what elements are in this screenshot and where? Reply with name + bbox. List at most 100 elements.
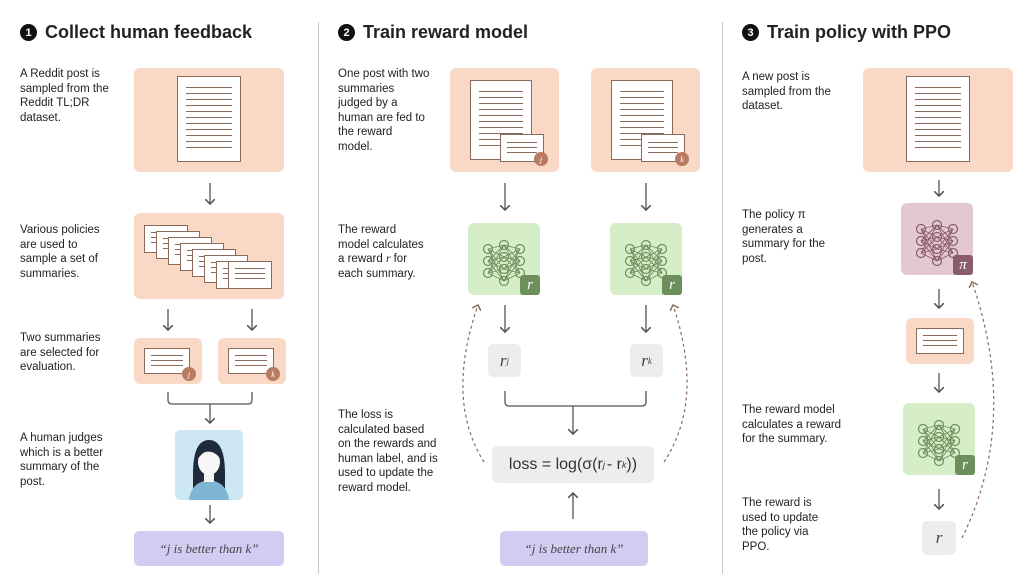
post-document-icon	[906, 76, 970, 162]
neuron-node	[933, 455, 945, 467]
neuron-node	[498, 275, 510, 287]
summary-icon	[916, 328, 964, 354]
step3-number: 3	[742, 24, 759, 41]
neuron-node	[947, 223, 959, 235]
loss-text-mid: - r	[606, 455, 622, 473]
step2-title-text: Train reward model	[363, 22, 529, 42]
step3-desc-policy: The policy π generates a summary for the…	[742, 209, 826, 265]
neuron-node	[949, 423, 961, 435]
step3-desc-reward: The reward model calculates a reward for…	[742, 404, 842, 445]
neuron-node	[482, 243, 494, 255]
reward-model-k: r	[610, 223, 682, 295]
reward-tag-r: r	[955, 455, 975, 475]
neuron-node	[656, 255, 668, 267]
reward-subscript: k	[647, 355, 652, 366]
loss-text: loss = log(σ(r	[508, 455, 603, 473]
human-judge-avatar	[175, 430, 243, 500]
badge-k: k	[266, 367, 280, 381]
badge-j: j	[182, 367, 196, 381]
neuron-node	[498, 263, 510, 275]
neuron-node	[933, 431, 945, 443]
step3-title: 3 Train policy with PPO	[742, 22, 951, 43]
neuron-node	[931, 255, 943, 267]
step1-desc-post: A Reddit post is sampled from the Reddit…	[20, 68, 109, 124]
step1-title: 1 Collect human feedback	[20, 22, 252, 43]
neuron-node	[514, 255, 526, 267]
neuron-node	[624, 243, 636, 255]
step3-title-text: Train policy with PPO	[767, 22, 952, 42]
badge-j: j	[534, 152, 548, 166]
divider-right	[722, 22, 723, 574]
loss-text-end: ))	[626, 455, 638, 473]
loss-subscript-j: j	[602, 459, 605, 470]
neuron-node	[917, 423, 929, 435]
loss-feedback-arrow-j	[462, 305, 485, 463]
new-post-card	[863, 68, 1013, 172]
neuron-node	[482, 267, 494, 279]
neuron-node	[917, 435, 929, 447]
neuron-node	[931, 231, 943, 243]
generated-summary-card	[906, 318, 974, 364]
neuron-node	[656, 243, 668, 255]
neuron-node	[915, 223, 927, 235]
neuron-node	[917, 447, 929, 459]
divider-left	[318, 22, 319, 574]
badge-k: k	[675, 152, 689, 166]
neuron-node	[915, 235, 927, 247]
neuron-node	[640, 239, 652, 251]
neuron-node	[640, 263, 652, 275]
ppo-update-arrow	[961, 282, 995, 539]
post-with-summary-k-card: k	[591, 68, 700, 172]
step2-desc-reward: The reward model calculates a reward r f…	[338, 224, 424, 280]
neuron-node	[931, 219, 943, 231]
bracket	[504, 391, 647, 407]
neural-network-icon	[917, 419, 961, 467]
human-label-quote: “j is better than k”	[500, 531, 648, 566]
neural-network-icon	[482, 239, 526, 287]
neuron-node	[640, 251, 652, 263]
step1-desc-judge: A human judges which is a better summary…	[20, 432, 104, 488]
bracket	[167, 392, 253, 405]
neuron-node	[915, 247, 927, 259]
step2-title: 2 Train reward model	[338, 22, 528, 43]
reward-subscript: j	[506, 355, 510, 366]
neuron-node	[482, 255, 494, 267]
neuron-node	[640, 275, 652, 287]
neuron-node	[624, 255, 636, 267]
reward-symbol: r	[499, 350, 507, 370]
reward-model-j: r	[468, 223, 540, 295]
neuron-node	[624, 267, 636, 279]
neuron-node	[949, 435, 961, 447]
step1-number: 1	[20, 24, 37, 41]
step1-title-text: Collect human feedback	[45, 22, 253, 42]
summary-k-card: k	[218, 338, 286, 384]
human-icon	[189, 440, 229, 500]
reward-symbol: r	[641, 350, 648, 370]
neuron-node	[933, 419, 945, 431]
human-label-quote: “j is better than k”	[134, 531, 284, 566]
neural-network-icon	[624, 239, 668, 287]
reward-tag-r: r	[662, 275, 682, 295]
summaries-stack-card	[134, 213, 284, 299]
reward-tag-r: r	[520, 275, 540, 295]
neuron-node	[498, 239, 510, 251]
post-document-icon	[177, 76, 241, 162]
step2-number: 2	[338, 24, 355, 41]
summary-sheet-icon	[228, 261, 272, 289]
step3-desc-post: A new post is sampled from the dataset.	[742, 71, 831, 112]
neuron-node	[947, 235, 959, 247]
step1-desc-policies: Various policies are used to sample a se…	[20, 224, 100, 280]
loss-feedback-arrow-k	[663, 305, 688, 463]
step2-desc-loss: The loss is calculated based on the rewa…	[338, 409, 438, 494]
step1-desc-select: Two summaries are selected for evaluatio…	[20, 332, 101, 373]
policy-model: π	[901, 203, 973, 275]
step2-desc-input: One post with two summaries judged by a …	[338, 68, 430, 153]
step3-desc-update: The reward is used to update the policy …	[742, 497, 819, 553]
neural-network-icon	[915, 219, 959, 267]
neuron-node	[498, 251, 510, 263]
post-with-summary-j-card: j	[450, 68, 559, 172]
